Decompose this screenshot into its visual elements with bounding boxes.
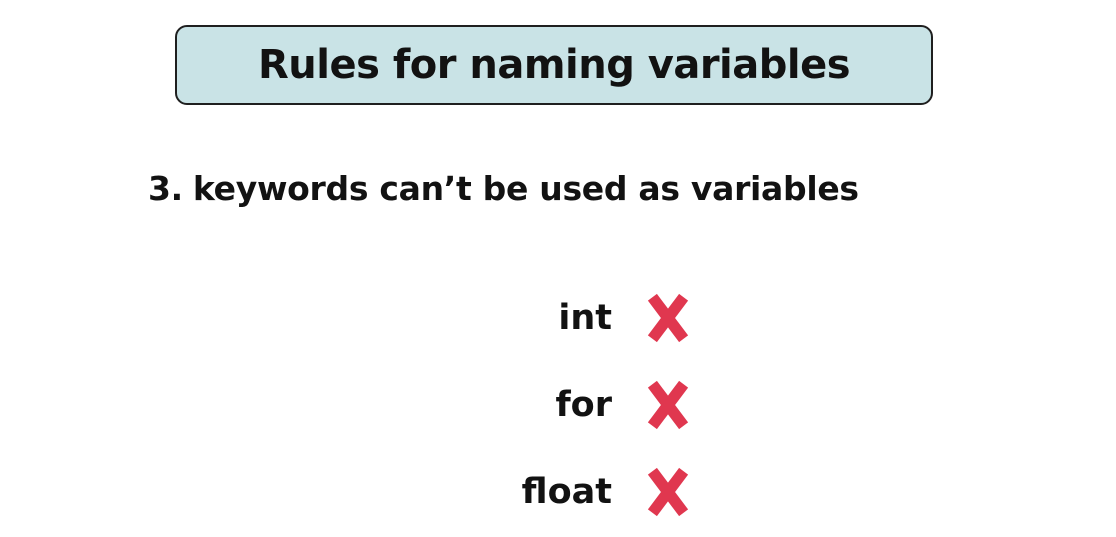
keyword-int: int xyxy=(558,298,612,338)
cross-icon xyxy=(642,292,694,344)
rule-number: 3. xyxy=(148,168,183,208)
cross-icon xyxy=(642,379,694,431)
rule-line: 3. keywords can’t be used as variables xyxy=(148,162,968,214)
slide-title: Rules for naming variables xyxy=(257,42,851,88)
cross-icon xyxy=(642,466,694,518)
keyword-float: float xyxy=(521,472,612,512)
rule-text: keywords can’t be used as variables xyxy=(192,168,859,208)
keyword-row-float: float xyxy=(420,457,720,527)
keyword-for: for xyxy=(555,385,612,425)
keyword-row-for: for xyxy=(420,370,720,440)
keyword-row-int: int xyxy=(420,283,720,353)
title-box: Rules for naming variables xyxy=(175,25,933,105)
